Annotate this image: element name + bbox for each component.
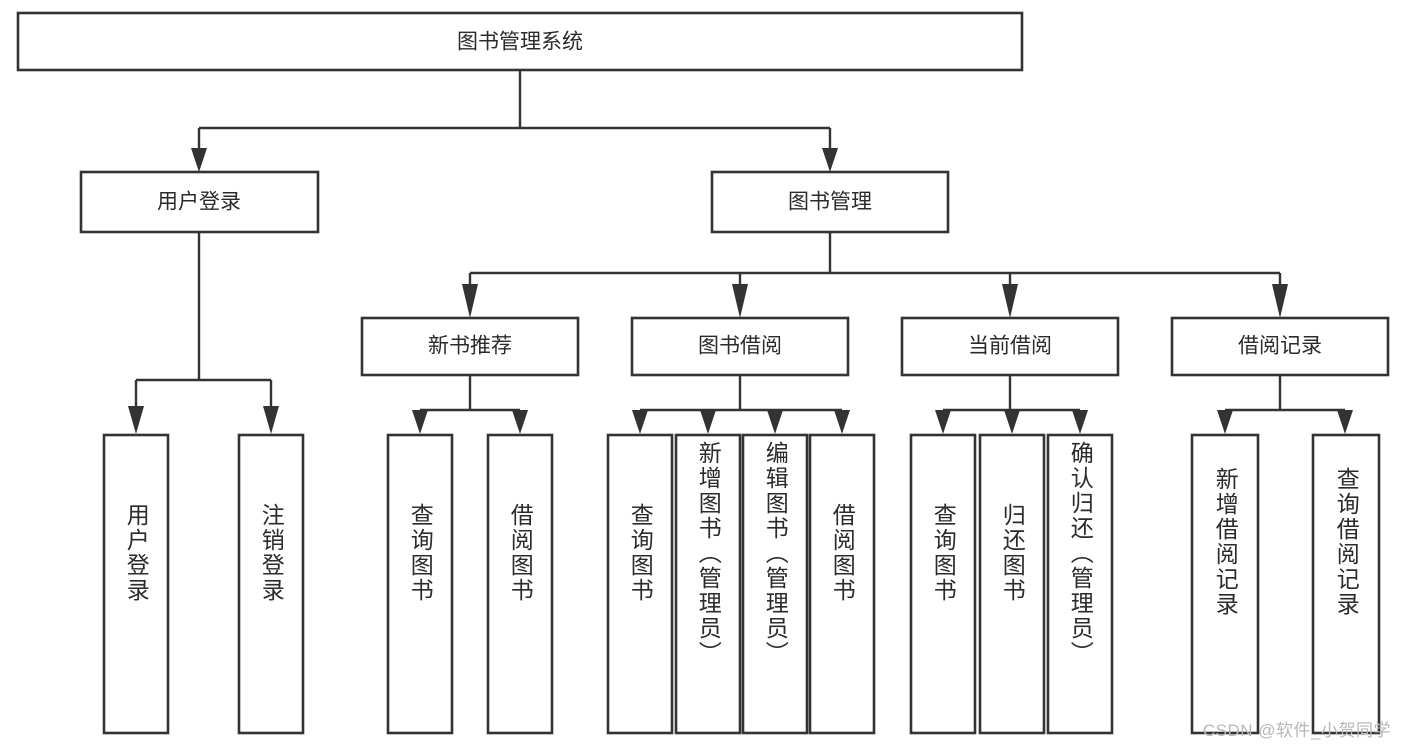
arrow-to-leaf-borrow-book-1: [512, 410, 528, 434]
csdn-watermark: CSDN @软件_小贺同学: [1202, 721, 1391, 740]
arrow-to-leaf-borrow-book-2: [834, 410, 850, 434]
arrow-root-to-book-mgmt: [822, 148, 838, 172]
node-current-borrow-box[interactable]: [900, 316, 1120, 377]
leaf-box-borrow-book-2[interactable]: [808, 433, 876, 735]
arrow-to-leaf-query-record: [1337, 410, 1353, 434]
node-user-login-box[interactable]: [79, 170, 320, 234]
arrow-to-leaf-confirm-return: [1072, 410, 1088, 434]
node-book-borrow-label: 图书借阅: [698, 335, 782, 358]
leaf-box-confirm-return[interactable]: [1046, 433, 1114, 735]
leaf-box-borrow-book-1[interactable]: [486, 433, 554, 735]
leaf-box-query-book-3[interactable]: [909, 433, 977, 735]
arrow-to-leaf-edit-book: [767, 410, 783, 434]
arrow-to-book-borrow: [732, 284, 748, 318]
arrow-to-leaf-query-book-1: [412, 410, 428, 434]
node-user-login[interactable]: 用户登录: [79, 170, 320, 234]
node-book-borrow[interactable]: 图书借阅: [630, 316, 850, 377]
leaf-box-return-book[interactable]: [978, 433, 1046, 735]
leaf-boxes: [102, 433, 1381, 735]
arrow-to-borrow-record: [1272, 284, 1288, 318]
arrow-to-current-borrow: [1002, 284, 1018, 318]
node-book-management[interactable]: 图书管理: [710, 170, 950, 234]
node-new-book-recommend-label: 新书推荐: [428, 335, 512, 358]
arrow-to-leaf-add-record: [1217, 410, 1233, 434]
node-root-box[interactable]: [16, 11, 1024, 72]
arrow-to-new-book-recommend: [462, 284, 478, 318]
node-borrow-record-label: 借阅记录: [1238, 335, 1322, 358]
leaf-box-add-book[interactable]: [674, 433, 742, 735]
connector-group-root: [191, 70, 838, 172]
node-user-login-label: 用户登录: [157, 191, 241, 214]
leaf-box-edit-book[interactable]: [741, 433, 809, 735]
node-book-borrow-box[interactable]: [630, 316, 850, 377]
connector-group-current-borrow: [935, 375, 1088, 434]
connector-group-user-login: [128, 232, 279, 434]
leaf-box-query-record[interactable]: [1311, 433, 1381, 735]
leaf-box-user-login[interactable]: [102, 433, 170, 735]
connector-group-new-book-recommend: [412, 375, 528, 434]
connector-group-book-mgmt: [462, 232, 1288, 318]
node-borrow-record[interactable]: 借阅记录: [1170, 316, 1390, 377]
connector-group-book-borrow: [632, 375, 850, 434]
leaf-box-add-record[interactable]: [1190, 433, 1260, 735]
node-book-management-box[interactable]: [710, 170, 950, 234]
arrow-to-leaf-add-book: [700, 410, 716, 434]
node-current-borrow-label: 当前借阅: [968, 335, 1052, 358]
arrow-to-leaf-return-book: [1004, 410, 1020, 434]
leaf-box-query-book-2[interactable]: [606, 433, 674, 735]
arrow-to-leaf-logout-login: [263, 406, 279, 434]
arrow-to-leaf-user-login: [128, 406, 144, 434]
arrow-to-leaf-query-book-3: [935, 410, 951, 434]
connector-group-borrow-record: [1217, 375, 1353, 434]
leaf-box-query-book-1[interactable]: [386, 433, 454, 735]
node-root[interactable]: 图书管理系统: [16, 11, 1024, 72]
arrow-root-to-user-login: [191, 148, 207, 172]
leaf-box-logout-login[interactable]: [237, 433, 305, 735]
node-borrow-record-box[interactable]: [1170, 316, 1390, 377]
node-current-borrow[interactable]: 当前借阅: [900, 316, 1120, 377]
node-new-book-recommend[interactable]: 新书推荐: [360, 316, 580, 377]
arrow-to-leaf-query-book-2: [632, 410, 648, 434]
node-book-management-label: 图书管理: [788, 191, 872, 214]
node-new-book-recommend-box[interactable]: [360, 316, 580, 377]
node-root-label: 图书管理系统: [457, 31, 583, 54]
